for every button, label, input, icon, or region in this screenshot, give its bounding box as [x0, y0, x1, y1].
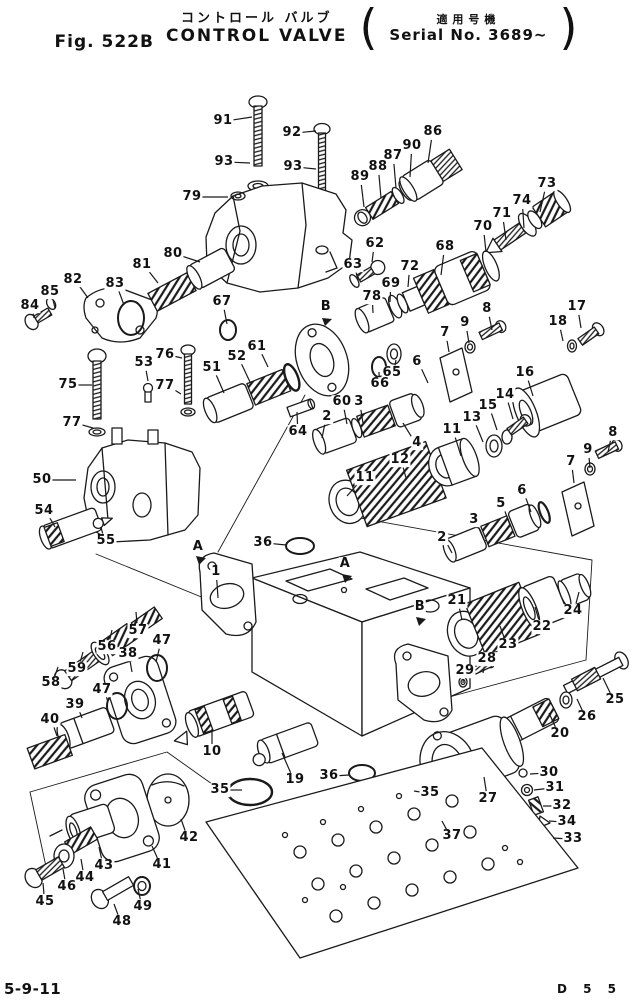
page-number: 5-9-11: [4, 980, 62, 998]
paren-close: ): [559, 0, 578, 56]
leader-lines: [32, 116, 612, 915]
figure-number: Fig. 522B: [54, 32, 154, 52]
serial-stack: 適用号機 Serial No. 3689~: [389, 13, 548, 44]
serial-number: Serial No. 3689~: [389, 25, 548, 44]
page-header: Fig. 522B コントロール バルブ CONTROL VALVE ( 適用号…: [0, 0, 632, 56]
plate-code: D 5 5: [556, 982, 622, 996]
title-stack: コントロール バルブ CONTROL VALVE: [165, 10, 348, 46]
page-title: CONTROL VALVE: [165, 25, 348, 46]
title-japanese: コントロール バルブ: [180, 10, 333, 26]
serial-japanese: 適用号機: [436, 13, 501, 27]
paren-open: (: [359, 0, 378, 56]
